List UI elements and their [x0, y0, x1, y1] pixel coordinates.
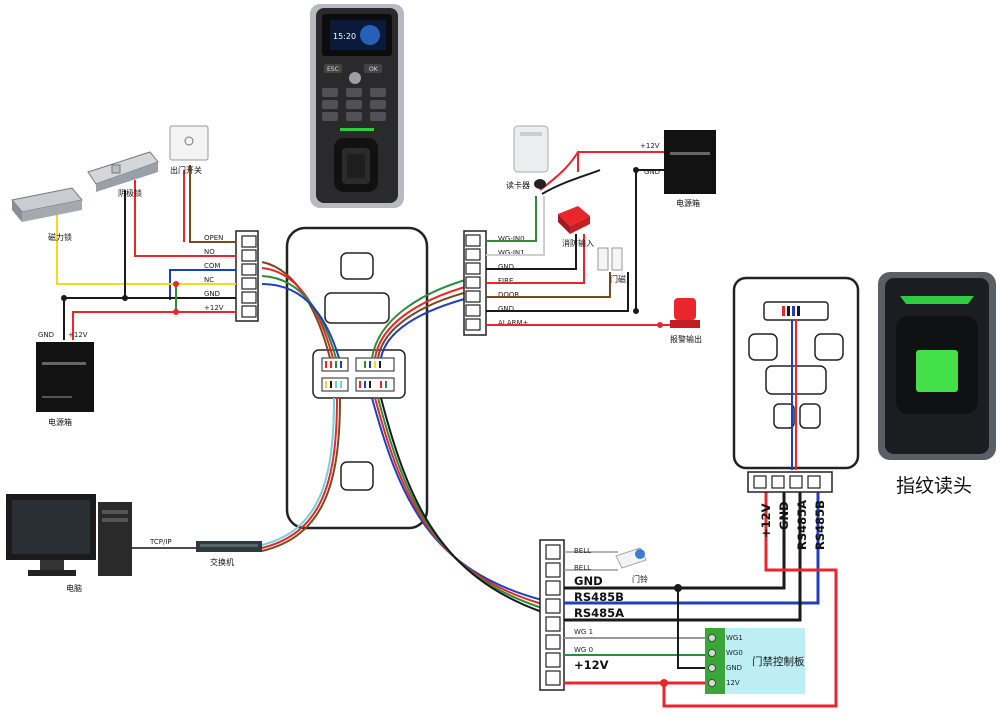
- reader-back-panel: [732, 276, 860, 493]
- right-psu-gnd: GND: [644, 168, 660, 176]
- reader-pin-labels: +12V GND RS485A RS485B: [759, 500, 827, 550]
- board-pin-wg0: WG0: [726, 649, 743, 657]
- board-pin-gnd: GND: [726, 664, 742, 672]
- terminal-no: NO: [204, 248, 215, 256]
- terminal-gnd-bottom: GND: [574, 574, 603, 588]
- fingerprint-terminal: 15:20 ESC OK: [310, 4, 404, 208]
- esc-key: ESC: [327, 66, 339, 73]
- computer: 电脑: [6, 494, 132, 593]
- access-control-board: WG1 WG0 GND 12V 门禁控制板: [705, 628, 805, 694]
- board-pin-wg1: WG1: [726, 634, 743, 642]
- exit-button-device: 出门开关: [169, 125, 209, 175]
- terminal-door: DOOR: [498, 291, 519, 299]
- left-psu-12v: +12V: [68, 331, 88, 339]
- fingerprint-reader-head: 指纹读头: [878, 272, 996, 497]
- network-switch: 交换机: [196, 541, 262, 567]
- reader-pin-gnd: GND: [777, 501, 791, 530]
- alarm-output-label: 报警输出: [670, 334, 702, 344]
- switch-label: 交换机: [210, 557, 234, 567]
- cathode-lock-label: 阴极锁: [118, 188, 142, 198]
- terminal-nc: NC: [204, 276, 214, 284]
- right-terminal-labels: WG-IN0 WG-IN1 GND FIRE DOOR GND ALARM+: [498, 235, 529, 327]
- bottom-terminal-block: [539, 539, 565, 691]
- terminal-12v: +12V: [204, 304, 224, 312]
- maglock-label: 磁力锁: [48, 232, 72, 242]
- terminal-com: COM: [204, 262, 220, 270]
- reader-pin-rs485a: RS485A: [795, 500, 809, 550]
- door-sensor-label: 门磁: [610, 274, 626, 284]
- terminal-wg1: WG 1: [574, 628, 593, 636]
- right-junctions: [633, 167, 663, 328]
- terminal-fire: FIRE: [498, 277, 513, 285]
- maglock: 磁力锁: [11, 187, 83, 242]
- terminal-wg-in1: WG-IN1: [498, 249, 525, 257]
- left-terminal-block: [235, 230, 259, 322]
- terminal-wg0: WG 0: [574, 646, 593, 654]
- right-wiring: [486, 151, 684, 326]
- terminal-gnd: GND: [204, 290, 220, 298]
- computer-label: 电脑: [66, 583, 82, 593]
- terminal-bell-2: BELL: [574, 564, 591, 572]
- left-psu-label: 电源箱: [48, 417, 72, 427]
- terminal-rs485a: RS485A: [574, 606, 624, 620]
- device-clock: 15:20: [333, 32, 356, 41]
- reader-pin-12v: +12V: [759, 503, 773, 538]
- left-terminal-labels: OPEN NO COM NC GND +12V: [204, 234, 224, 312]
- terminal-alarm: ALARM+: [498, 319, 529, 327]
- right-psu-12v: +12V: [640, 142, 660, 150]
- bottom-junctions: [660, 584, 682, 687]
- fire-input-label: 消防输入: [562, 238, 594, 248]
- terminal-wg-in0: WG-IN0: [498, 235, 525, 243]
- left-junctions: [61, 281, 179, 315]
- left-psu: GND +12V 电源箱: [36, 331, 94, 427]
- right-psu: +12V GND 电源箱: [640, 130, 716, 208]
- terminal-open: OPEN: [204, 234, 223, 242]
- control-board-title: 门禁控制板: [752, 655, 805, 668]
- bottom-wiring: [564, 490, 838, 708]
- terminal-gnd-1: GND: [498, 263, 514, 271]
- tcpip-label: TCP/IP: [149, 538, 172, 546]
- door-sensor: 门磁: [597, 247, 626, 284]
- ok-key: OK: [369, 66, 379, 73]
- doorbell: 门铃: [615, 547, 648, 584]
- terminal-12v-bottom: +12V: [574, 658, 609, 672]
- terminal-rs485b: RS485B: [574, 590, 624, 604]
- fire-input-device: 消防输入: [558, 206, 594, 248]
- right-terminal-block: [463, 230, 487, 336]
- bottom-terminal-labels: BELL BELL GND RS485B RS485A WG 1 WG 0 +1…: [574, 547, 624, 672]
- right-psu-label: 电源箱: [676, 198, 700, 208]
- cathode-lock: 阴极锁: [87, 151, 159, 198]
- terminal-gnd-2: GND: [498, 305, 514, 313]
- doorbell-label: 门铃: [632, 574, 648, 584]
- left-psu-gnd: GND: [38, 331, 54, 339]
- board-pin-12v: 12V: [726, 679, 740, 687]
- reader-pin-rs485b: RS485B: [813, 500, 827, 550]
- exit-button-label: 出门开关: [170, 165, 202, 175]
- card-reader: 读卡器: [506, 125, 549, 190]
- card-reader-label: 读卡器: [506, 180, 530, 190]
- terminal-bell-1: BELL: [574, 547, 591, 555]
- fingerprint-reader-label: 指纹读头: [896, 475, 972, 497]
- alarm-output: 报警输出: [670, 298, 702, 344]
